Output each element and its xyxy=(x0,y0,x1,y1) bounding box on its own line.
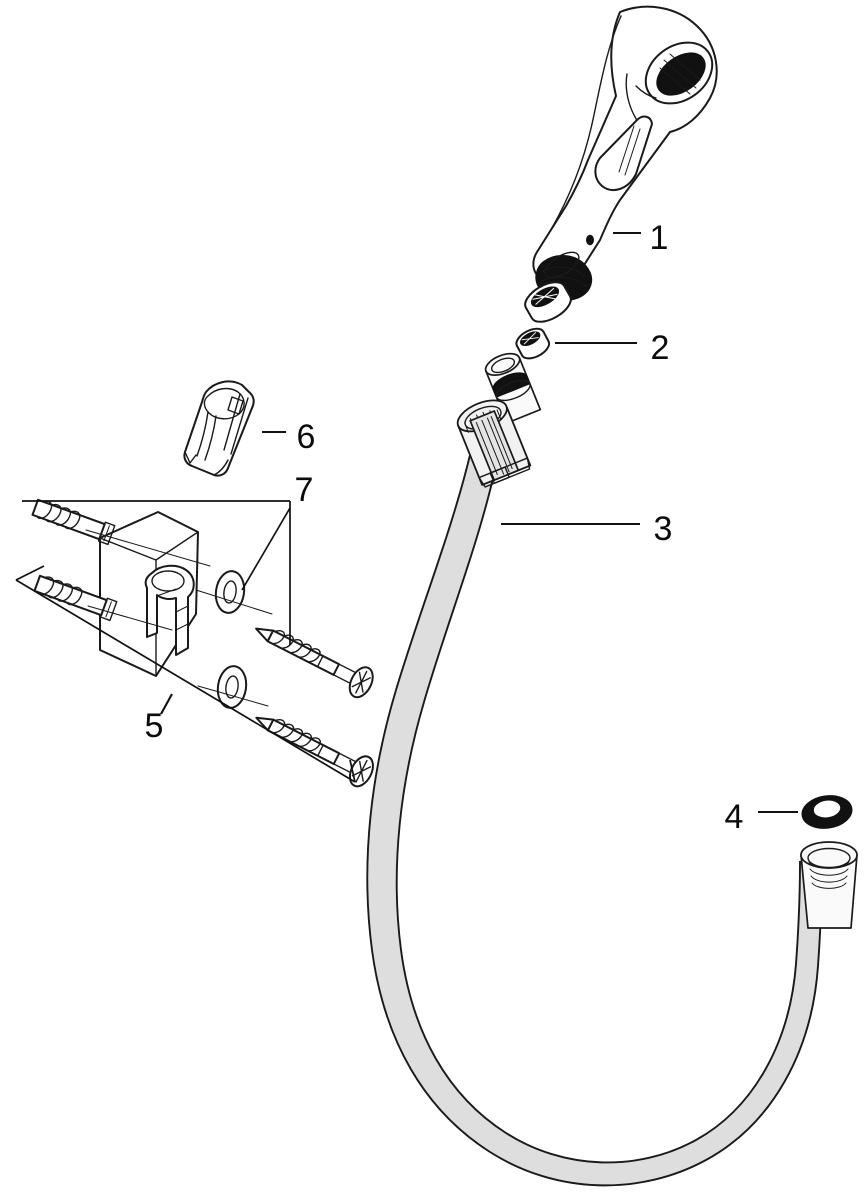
group-indicator-7 xyxy=(22,500,291,645)
callout-3: 3 xyxy=(501,510,672,548)
callout-1-label: 1 xyxy=(650,219,669,257)
callout-5-label: 5 xyxy=(145,707,164,745)
part-filter-insert xyxy=(515,281,572,360)
part-bracket-cover-cap xyxy=(183,380,255,477)
callout-1: 1 xyxy=(613,219,668,257)
part-wood-screw-upper xyxy=(255,627,374,699)
callout-3-label: 3 xyxy=(654,510,673,548)
part-hose-washer xyxy=(801,795,853,829)
part-wood-screw-lower xyxy=(255,716,374,788)
part-wall-plug-lower xyxy=(33,574,118,622)
callout-6: 6 xyxy=(262,418,315,456)
callout-7: 7 xyxy=(295,471,314,509)
part-wall-bracket xyxy=(99,511,199,677)
callout-7-label: 7 xyxy=(295,471,314,509)
hose-upper-connector xyxy=(456,352,542,488)
group-indicator-5 xyxy=(15,565,356,783)
callout-4: 4 xyxy=(725,798,798,836)
part-washer-upper xyxy=(214,570,246,614)
callout-4-label: 4 xyxy=(725,798,744,836)
callout-2-label: 2 xyxy=(651,329,670,367)
callout-5-leader xyxy=(160,693,173,715)
callout-5: 5 xyxy=(145,693,173,745)
callout-2: 2 xyxy=(555,329,669,367)
part-shower-hose xyxy=(366,453,823,1187)
callout-6-label: 6 xyxy=(297,418,316,456)
part-hose-end-nut xyxy=(800,841,858,929)
part-washer-lower xyxy=(216,665,248,709)
assembly-axis-lines xyxy=(85,529,273,707)
part-hand-spray-head xyxy=(532,5,718,301)
